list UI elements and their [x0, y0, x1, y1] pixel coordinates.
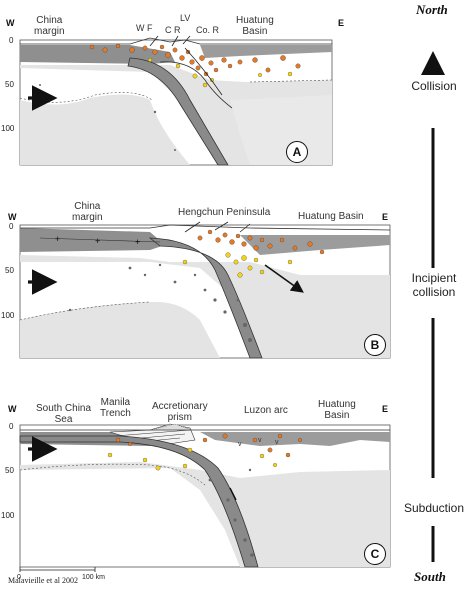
panel-b-china-margin: China margin — [72, 201, 103, 223]
panel-c-depth-50: 50 — [5, 466, 14, 475]
panel-a — [19, 35, 333, 166]
panel-b-depth-100: 100 — [1, 311, 15, 320]
panel-a-letter: A — [286, 141, 308, 163]
panel-a-depth-0: 0 — [9, 36, 14, 45]
slab-c — [19, 435, 259, 568]
panel-a-depth-50: 50 — [5, 80, 14, 89]
panel-c: v v v — [19, 423, 391, 572]
svg-text:v: v — [258, 437, 262, 444]
panel-a-lv: LV — [180, 13, 191, 23]
panel-a-wf: W F — [136, 23, 153, 33]
svg-text:+: + — [55, 234, 60, 244]
panel-c-manila: Manila Trench — [100, 397, 131, 419]
stage-incipient-collision: Incipient collision — [411, 271, 457, 299]
panel-b-west: W — [8, 212, 17, 222]
panel-c-east: E — [382, 404, 389, 414]
slab-a — [127, 57, 229, 166]
panel-c-letter: C — [364, 543, 386, 565]
panel-c-west: W — [8, 404, 17, 414]
credit: Malavieille et al 2002 — [8, 576, 78, 585]
slab-motion-arrow-b — [264, 264, 304, 293]
svg-text:v: v — [275, 439, 279, 446]
north-label: North — [416, 2, 448, 17]
earthquakes-b — [68, 229, 325, 342]
huatung-crust — [200, 45, 332, 58]
panel-a-west: W — [6, 18, 15, 28]
panel-a-huatung: Huatung Basin — [236, 15, 274, 37]
earthquakes-a — [39, 43, 301, 151]
panel-c-luzon: Luzon arc — [244, 405, 288, 416]
panel-a-cor: Co. R — [196, 25, 220, 35]
panel-a-cr: C R — [165, 25, 181, 35]
panel-b-huatung: Huatung Basin — [298, 211, 364, 222]
stage-collision: Collision — [411, 79, 457, 93]
panel-c-accretionary: Accretionary prism — [152, 401, 208, 423]
panel-c-depth-0: 0 — [9, 422, 14, 431]
svg-text:+: + — [135, 237, 140, 247]
south-label: South — [414, 569, 446, 584]
panel-b: + + + — [19, 221, 391, 359]
panel-b-east: E — [382, 212, 389, 222]
earthquakes-c — [107, 433, 302, 557]
svg-text:v: v — [238, 441, 242, 448]
svg-text:+: + — [95, 236, 100, 246]
scale-bar — [19, 567, 96, 572]
panel-b-letter: B — [364, 334, 386, 356]
panel-c-south-china-sea: South China Sea — [36, 403, 92, 425]
panel-b-depth-0: 0 — [9, 222, 14, 231]
scale-start: 0 — [17, 574, 21, 581]
panel-a-china-margin: China margin — [34, 15, 65, 37]
panel-b-hengchun: Hengchun Peninsula — [178, 207, 271, 218]
panel-a-depth-100: 100 — [1, 124, 15, 133]
panel-c-depth-100: 100 — [1, 511, 15, 520]
stage-subduction: Subduction — [403, 501, 465, 515]
slab-b — [148, 237, 263, 359]
panel-b-depth-50: 50 — [5, 266, 14, 275]
scale-end: 100 km — [82, 574, 105, 581]
panel-a-east: E — [338, 18, 345, 28]
panel-c-huatung: Huatung Basin — [318, 399, 356, 421]
